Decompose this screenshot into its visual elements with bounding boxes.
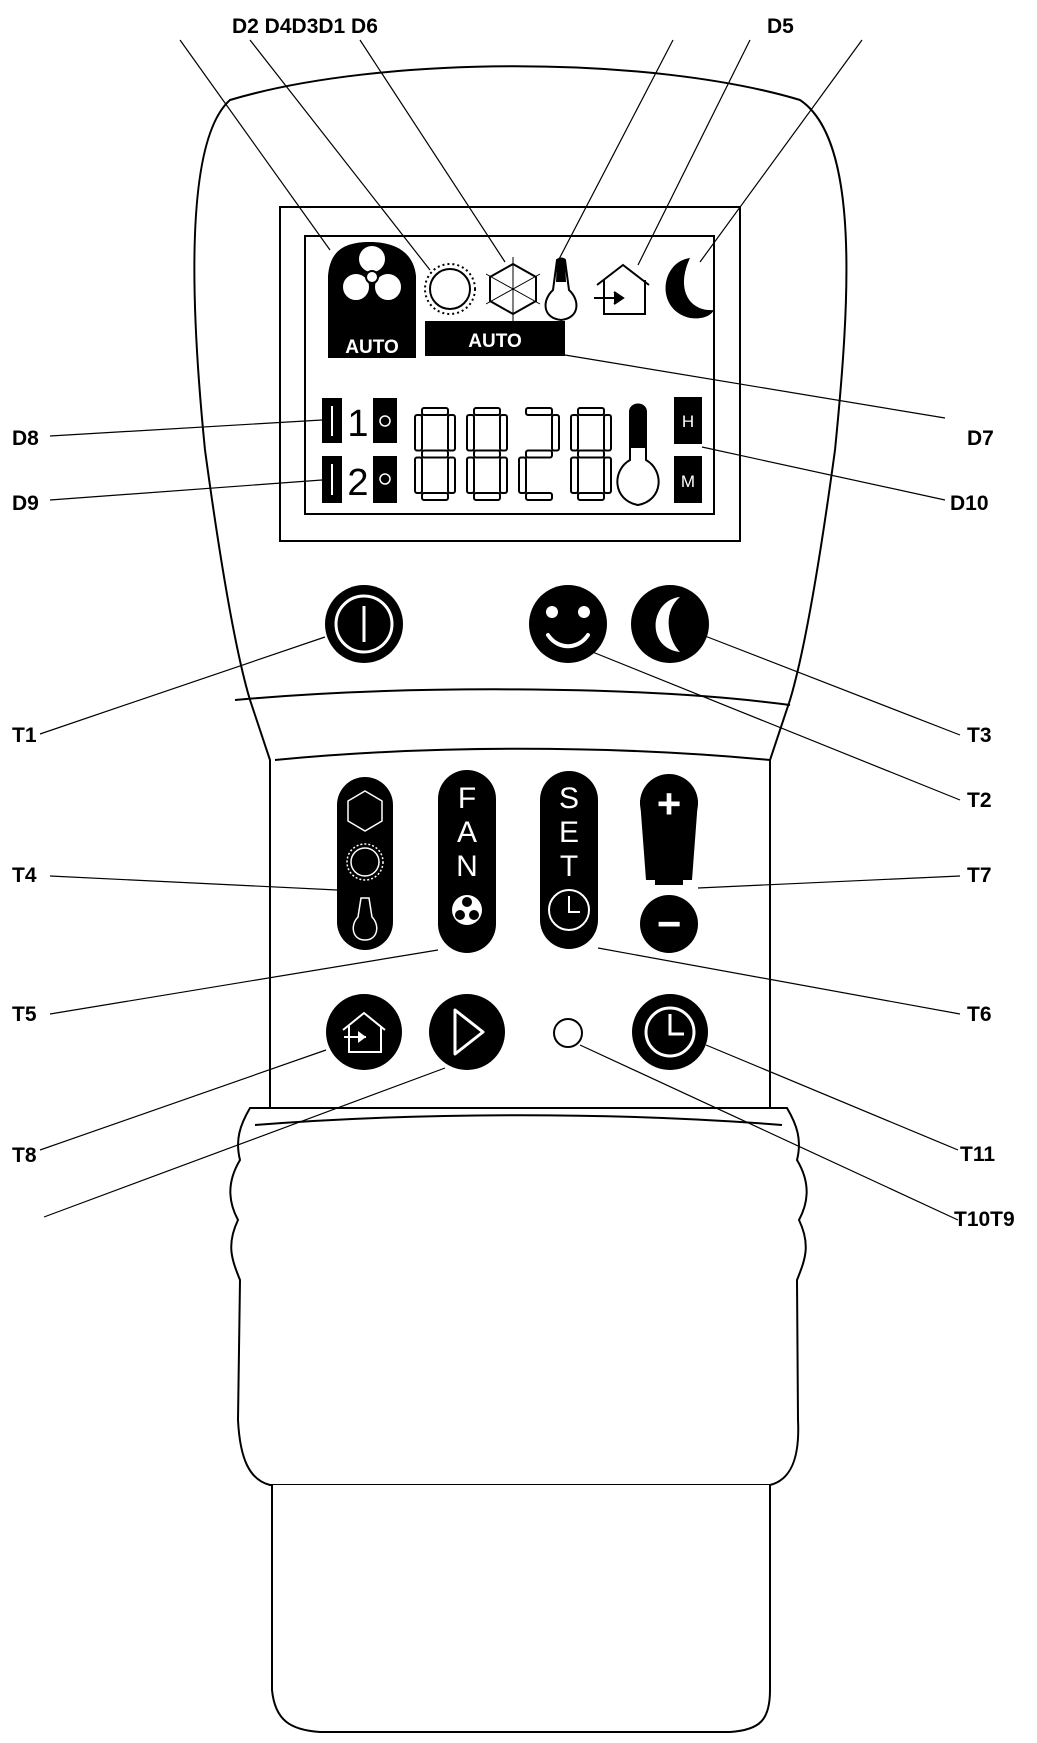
power-button[interactable] — [325, 585, 403, 663]
label-d9: D9 — [12, 492, 39, 515]
segment-d — [577, 492, 605, 501]
clock-icon — [548, 889, 590, 931]
segment-c — [447, 456, 456, 494]
label-d2-d4-d3-d1-d6: D2 D4D3D1 D6 — [232, 15, 378, 38]
label-d10: D10 — [950, 492, 989, 515]
speed-high-label: H — [682, 412, 694, 431]
plus-minus-rocker[interactable]: + − — [640, 774, 698, 953]
fan-letter-f: F — [458, 782, 476, 815]
line1-number: 1 — [347, 403, 368, 445]
segment-e — [518, 456, 527, 494]
label-t6: T6 — [967, 1003, 992, 1026]
segment-d — [525, 492, 553, 501]
segment-e — [414, 456, 423, 494]
fan-button[interactable]: F A N — [438, 770, 496, 953]
label-d5: D5 — [767, 15, 794, 38]
sun-heat-icon — [424, 263, 476, 315]
line1-indicator: 1 — [322, 398, 397, 445]
segment-e — [466, 456, 475, 494]
fan-letter-a: A — [457, 816, 477, 849]
digit-4 — [570, 407, 612, 501]
comfort-smile-button[interactable] — [529, 585, 607, 663]
label-t5: T5 — [12, 1003, 37, 1026]
set-letter-t: T — [560, 850, 578, 883]
set-letter-s: S — [559, 782, 579, 815]
segment-c — [603, 456, 612, 494]
label-t7: T7 — [967, 864, 992, 887]
label-t2: T2 — [967, 789, 992, 812]
segment-g — [421, 449, 449, 459]
seven-segment-readout — [414, 407, 612, 501]
fan-auto-indicator: AUTO — [328, 242, 416, 358]
segment-b — [551, 414, 560, 452]
line2-indicator: 2 — [322, 456, 397, 504]
segment-a — [577, 407, 605, 416]
segment-d — [421, 492, 449, 501]
away-house-button[interactable] — [326, 994, 402, 1070]
segment-c — [499, 456, 508, 494]
segment-g — [577, 449, 605, 459]
mode-auto-indicator: AUTO — [425, 321, 565, 356]
label-t10-t9: T10T9 — [954, 1208, 1015, 1231]
label-t8: T8 — [12, 1144, 37, 1167]
drop-humidity-icon — [544, 257, 578, 322]
segment-g — [473, 449, 501, 459]
minus-sign[interactable]: − — [657, 900, 682, 947]
status-led — [553, 1018, 583, 1048]
play-next-button[interactable] — [429, 994, 505, 1070]
segment-f — [414, 414, 423, 452]
label-d7: D7 — [967, 427, 994, 450]
set-timer-button[interactable]: S E T — [540, 771, 598, 949]
label-d8: D8 — [12, 427, 39, 450]
segment-d — [473, 492, 501, 501]
line2-number: 2 — [347, 462, 368, 504]
mode-select-button[interactable] — [337, 777, 393, 950]
segment-a — [473, 407, 501, 416]
segment-g — [525, 449, 553, 459]
fan-auto-label: AUTO — [345, 337, 398, 358]
segment-b — [603, 414, 612, 452]
snowflake-cool-icon — [485, 257, 541, 321]
segment-b — [499, 414, 508, 452]
set-letter-e: E — [559, 816, 579, 849]
digit-1 — [414, 407, 456, 501]
label-t3: T3 — [967, 724, 992, 747]
fan-button-icon — [452, 895, 482, 925]
fan-letter-n: N — [456, 850, 478, 883]
digit-2 — [466, 407, 508, 501]
segment-e — [570, 456, 579, 494]
thermometer-icon — [616, 403, 660, 507]
digit-3 — [518, 407, 560, 501]
label-t11: T11 — [960, 1143, 996, 1166]
segment-f — [466, 414, 475, 452]
house-away-icon — [594, 263, 650, 315]
segment-a — [525, 407, 553, 416]
clock-button[interactable] — [632, 994, 708, 1070]
segment-f — [570, 414, 579, 452]
speed-high-indicator: H — [674, 397, 702, 444]
label-t4: T4 — [12, 864, 37, 887]
fan-icon — [341, 244, 403, 302]
segment-a — [421, 407, 449, 416]
label-t1: T1 — [12, 724, 37, 747]
moon-icon — [665, 258, 714, 319]
plus-sign[interactable]: + — [657, 780, 682, 827]
night-moon-button[interactable] — [631, 585, 709, 663]
speed-mid-indicator: M — [674, 456, 702, 503]
segment-b — [447, 414, 456, 452]
mode-auto-label: AUTO — [468, 331, 521, 352]
leader-lines — [39, 39, 961, 1221]
speed-mid-label: M — [681, 472, 695, 491]
